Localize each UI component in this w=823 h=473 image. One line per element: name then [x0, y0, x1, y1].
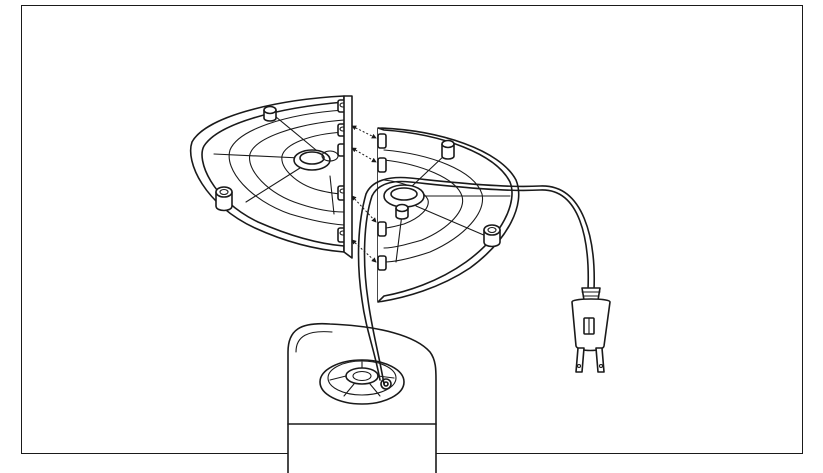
power-cord: [357, 176, 596, 385]
bottom-hub: [319, 359, 405, 405]
alignment-arrow-2: [351, 147, 377, 163]
post-right-2: [483, 224, 501, 248]
base-right-half: [377, 127, 520, 303]
base-left-half: [189, 95, 353, 259]
right-cut-slots: [377, 133, 387, 271]
post-right-3: [395, 203, 409, 220]
alignment-arrow-3: [351, 195, 377, 223]
alignment-arrow-1: [351, 125, 377, 139]
plug: [571, 287, 611, 373]
post-left-1: [215, 186, 233, 212]
post-right-1: [441, 139, 455, 160]
post-left-2: [263, 105, 277, 122]
